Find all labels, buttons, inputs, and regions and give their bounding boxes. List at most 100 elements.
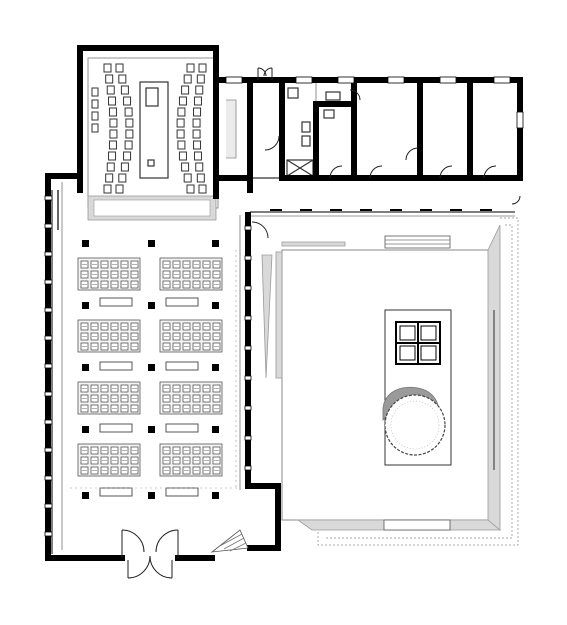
auditorium — [87, 57, 219, 221]
auditorium-chair — [106, 85, 115, 95]
auditorium-chair — [183, 173, 192, 183]
wall-auditorium-left-low — [45, 173, 83, 561]
wall-auditorium — [77, 45, 219, 199]
wall-restroom — [279, 77, 357, 181]
column — [148, 426, 155, 433]
column — [148, 240, 155, 247]
auditorium-chair — [120, 162, 129, 172]
dining-tables — [77, 257, 223, 477]
courtyard-steps-bottom — [383, 519, 451, 531]
courtyard-planting-border — [317, 217, 519, 546]
auditorium-chair — [177, 140, 186, 150]
auditorium-chair — [198, 184, 207, 194]
restroom-fixture-1 — [287, 87, 299, 99]
auditorium-chair — [115, 63, 124, 73]
column — [212, 364, 219, 371]
door-office-4 — [483, 165, 497, 179]
column — [212, 240, 219, 247]
courtyard-planting-border-2 — [325, 224, 513, 539]
window-pier — [44, 195, 53, 201]
bench — [99, 487, 133, 497]
window-pier — [244, 465, 252, 471]
auditorium-chair — [108, 107, 117, 117]
bench — [165, 361, 199, 371]
window — [516, 111, 524, 129]
restroom-stall-diag-2 — [286, 159, 314, 177]
auditorium-chair — [125, 129, 134, 139]
door-office-3 — [439, 165, 453, 179]
column — [82, 492, 89, 499]
column — [212, 426, 219, 433]
door-restroom — [264, 135, 280, 151]
door-office-top — [349, 89, 361, 101]
window-pier — [44, 475, 53, 481]
structural-columns — [82, 240, 219, 499]
hall-right-ledge — [261, 254, 273, 379]
auditorium-chair — [181, 85, 190, 95]
auditorium-chair — [176, 118, 185, 128]
auditorium-seating-right — [176, 63, 207, 194]
auditorium-chair — [177, 107, 186, 117]
door-office-5 — [405, 147, 419, 161]
auditorium-chair — [193, 140, 202, 150]
courtyard-steps-top — [384, 235, 451, 249]
office-fixture — [323, 109, 335, 119]
walls — [45, 45, 523, 561]
table-group — [159, 319, 223, 353]
auditorium-chair — [198, 63, 207, 73]
column — [212, 492, 219, 499]
table-group — [77, 257, 141, 291]
skylight — [395, 321, 441, 365]
lectern — [145, 87, 159, 107]
bench — [99, 297, 133, 307]
auditorium-chair — [196, 173, 205, 183]
window-pier — [44, 447, 53, 453]
door-office-1 — [329, 165, 343, 179]
office-wing — [250, 81, 520, 217]
column — [82, 426, 89, 433]
auditorium-chair — [192, 129, 201, 139]
window-pier — [44, 279, 53, 285]
table-group — [159, 381, 223, 415]
column — [82, 364, 89, 371]
courtyard-edge-left — [275, 251, 283, 379]
auditorium-chair — [193, 107, 202, 117]
auditorium-chair — [178, 96, 187, 106]
window-pier — [244, 255, 252, 261]
office-windows — [225, 76, 524, 129]
restroom-fixture-3 — [301, 135, 311, 147]
auditorium-chair — [118, 74, 127, 84]
door-corridor-end — [511, 195, 521, 205]
table-group — [77, 319, 141, 353]
auditorium-chair — [106, 162, 115, 172]
window — [225, 76, 243, 84]
window-pier — [244, 315, 252, 321]
column — [82, 302, 89, 309]
auditorium-chair — [103, 63, 112, 73]
window — [337, 76, 355, 84]
window — [387, 76, 405, 84]
auditorium-chair — [91, 99, 99, 109]
courtyard-edge-top — [281, 241, 346, 247]
doors — [121, 67, 521, 579]
auditorium-chair — [124, 140, 133, 150]
wall-office-top — [213, 77, 523, 181]
auditorium-chair — [193, 96, 202, 106]
auditorium-chair — [115, 184, 124, 194]
window-pier — [44, 251, 53, 257]
auditorium-chair — [181, 162, 190, 172]
benches — [99, 297, 199, 497]
auditorium-chair — [183, 74, 192, 84]
auditorium-front-ledge-inner — [93, 199, 211, 217]
bench — [99, 361, 133, 371]
table-group — [77, 443, 141, 477]
auditorium-chair — [123, 96, 132, 106]
window-pier — [244, 435, 252, 441]
window-pier — [44, 391, 53, 397]
auditorium-chair — [109, 118, 118, 128]
window-pier — [44, 503, 53, 509]
window-pier — [44, 531, 53, 537]
auditorium-chair — [109, 129, 118, 139]
bench — [99, 423, 133, 433]
auditorium-chair — [193, 151, 202, 161]
